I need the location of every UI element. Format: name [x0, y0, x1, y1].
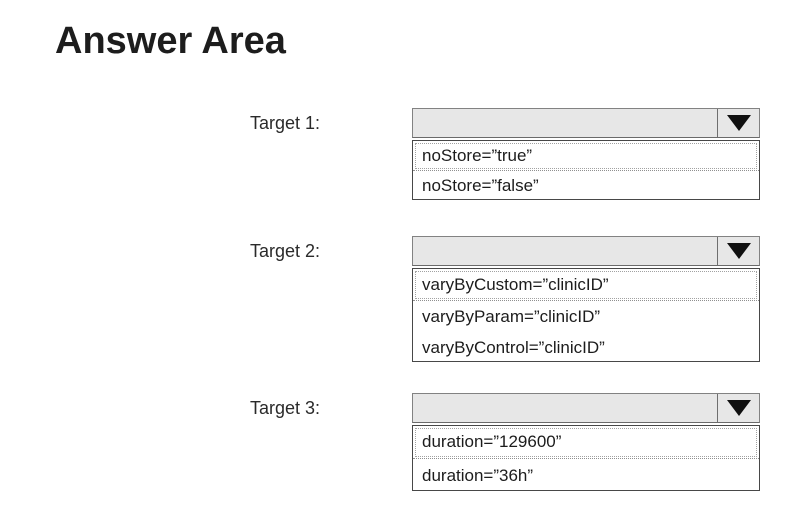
target-3-options-list: duration=”129600” duration=”36h” — [412, 425, 760, 491]
dropdown-arrow-icon — [726, 400, 751, 416]
target-3-label: Target 3: — [250, 398, 321, 418]
target-3-dropdown-value[interactable] — [413, 394, 717, 422]
target-2-dropdown-button[interactable] — [717, 237, 759, 265]
target-1-option-2[interactable]: noStore=”false” — [422, 176, 539, 195]
target-2-dropdown-value[interactable] — [413, 237, 717, 265]
target-1-dropdown-button[interactable] — [717, 109, 759, 137]
target-1-option-1[interactable]: noStore=”true” — [413, 141, 759, 171]
target-1-options-list: noStore=”true” noStore=”false” — [412, 140, 760, 200]
page-title: Answer Area — [55, 20, 286, 62]
target-2-label: Target 2: — [250, 241, 321, 261]
target-2-option-2[interactable]: varyByParam=”clinicID” — [422, 306, 601, 326]
target-1-dropdown[interactable] — [412, 108, 760, 138]
target-3-dropdown[interactable] — [412, 393, 760, 423]
dropdown-arrow-icon — [726, 243, 751, 259]
target-2-options-list: varyByCustom=”clinicID” varyByParam=”cli… — [412, 268, 760, 362]
dropdown-arrow-icon — [726, 115, 751, 131]
target-3-dropdown-button[interactable] — [717, 394, 759, 422]
target-2-option-3[interactable]: varyByControl=”clinicID” — [422, 337, 605, 357]
target-1-label: Target 1: — [250, 113, 321, 133]
target-2-option-1[interactable]: varyByCustom=”clinicID” — [413, 269, 759, 301]
target-3-option-2[interactable]: duration=”36h” — [422, 465, 534, 485]
target-1-dropdown-value[interactable] — [413, 109, 717, 137]
target-2-dropdown[interactable] — [412, 236, 760, 266]
target-3-option-1[interactable]: duration=”129600” — [413, 426, 759, 459]
